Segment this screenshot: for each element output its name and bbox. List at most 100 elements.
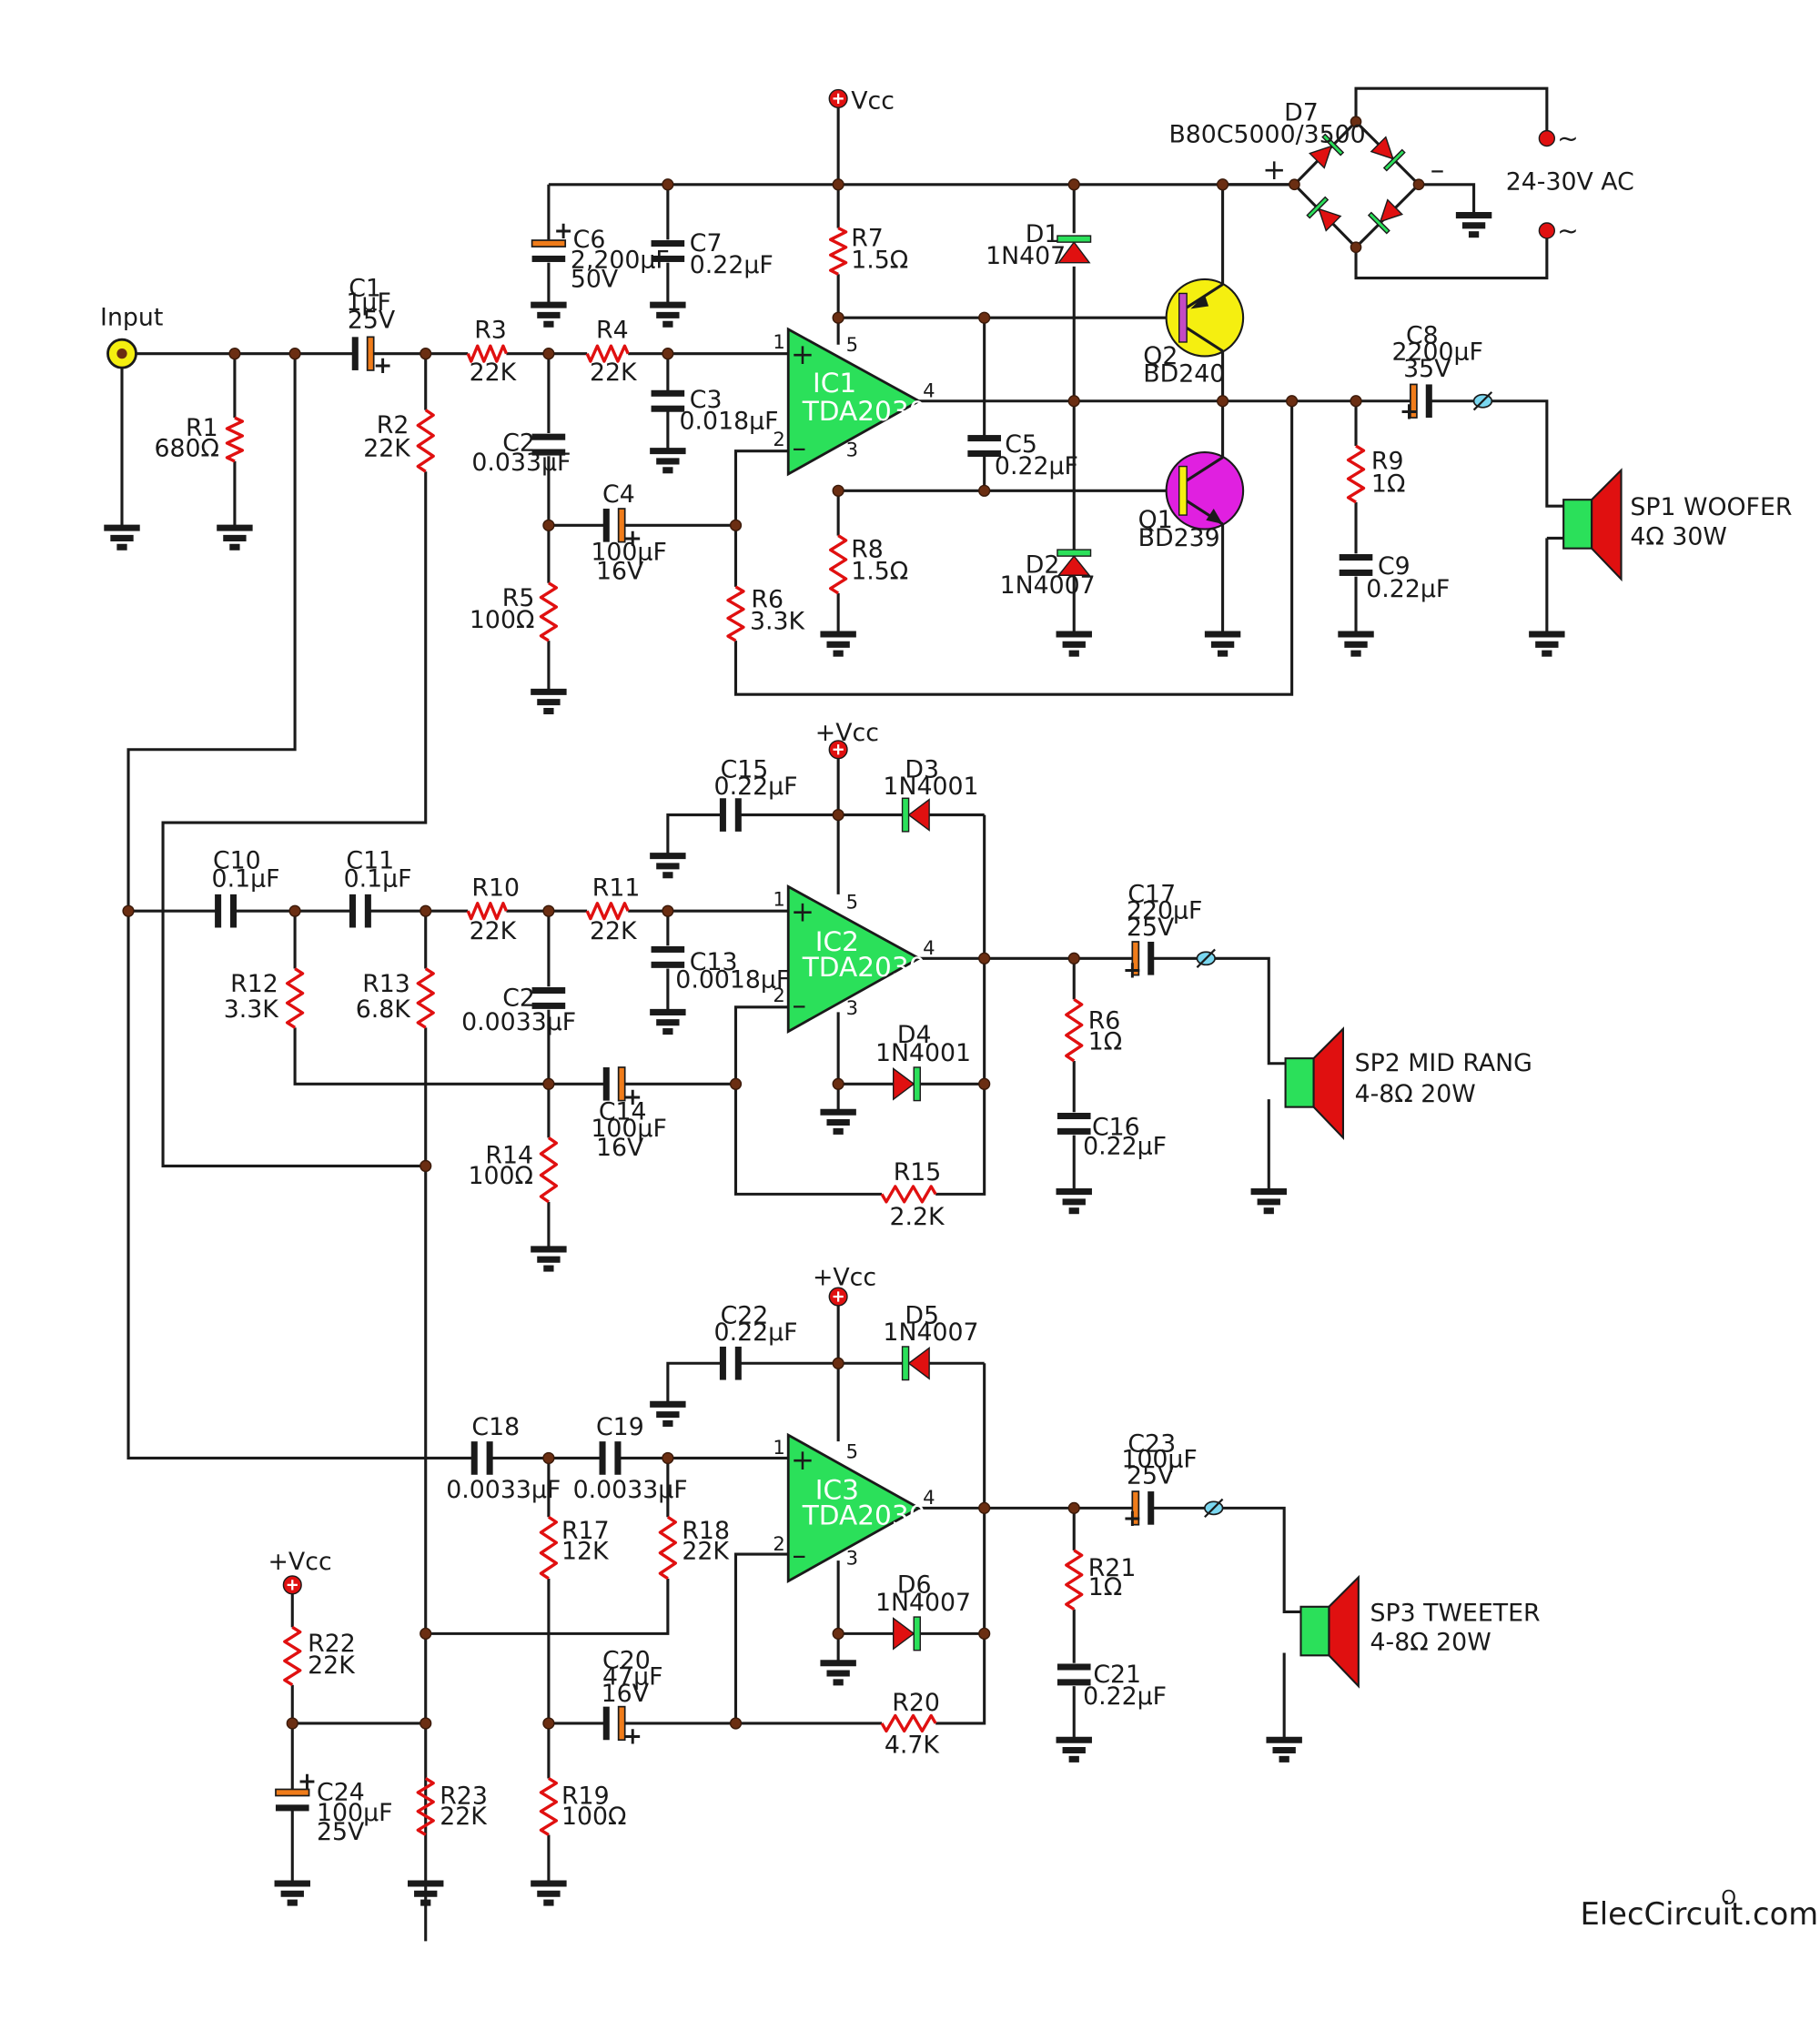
d4-name: D4	[897, 1021, 932, 1049]
capacitor-c21-name: C21	[1093, 1661, 1141, 1689]
ic1-pin3: 3	[846, 438, 858, 460]
ground-symbol	[274, 1880, 310, 1906]
resistor-r7	[829, 227, 848, 276]
ic3-pin5: 5	[846, 1439, 858, 1462]
capacitor-c6-name: C6	[573, 226, 606, 254]
capacitor-c3-value: 0.018µF	[680, 408, 779, 436]
capacitor-c19	[599, 1441, 622, 1475]
capacitor-c11	[349, 894, 371, 928]
ic2-name: IC2	[815, 926, 859, 957]
capacitor-c20-value: 47µF	[602, 1663, 662, 1692]
ic1-part: TDA2030	[802, 396, 926, 427]
junction-dot	[420, 348, 432, 360]
capacitor-c3-name: C3	[690, 386, 723, 414]
q2-name: Q2	[1143, 342, 1178, 370]
junction-dot	[1067, 178, 1080, 191]
resistor-r14-value: 100Ω	[469, 1162, 534, 1190]
capacitor-c22-name: C22	[721, 1302, 769, 1330]
capacitor-c1-voltage: 25V	[348, 306, 396, 334]
q2-part: BD240	[1143, 360, 1225, 389]
junction-dot	[729, 519, 743, 531]
capacitor-c14-name: C14	[599, 1098, 647, 1126]
junction-dot	[729, 1077, 743, 1090]
resistor-r6b-value: 1Ω	[1088, 1027, 1122, 1055]
polarity-plus: +	[623, 524, 642, 551]
q2-transistor	[1165, 278, 1245, 358]
capacitor-c17	[1131, 941, 1155, 976]
junction-dot	[420, 904, 432, 917]
capacitor-c1-name: C1	[349, 274, 381, 302]
ground-symbol	[531, 301, 567, 328]
resistor-r7-name: R7	[851, 224, 884, 252]
resistor-r12	[285, 967, 305, 1029]
capacitor-c11-value: 0.1µF	[344, 864, 412, 893]
vcc-ic3-label: +Vcc	[813, 1263, 876, 1291]
capacitor-c4-voltage: 16V	[596, 557, 644, 585]
capacitor-c24-voltage: 25V	[317, 1818, 365, 1846]
watermark-mark: O	[1721, 1885, 1736, 1908]
capacitor-c13-value: 0.0018µF	[675, 966, 790, 995]
resistor-r7-value: 1.5Ω	[851, 246, 908, 274]
junction-dot	[978, 484, 991, 497]
capacitor-c2a-value: 0.033µF	[471, 449, 571, 477]
capacitor-c20-voltage: 16V	[602, 1680, 650, 1708]
junction-dots	[122, 178, 1362, 1730]
ic3-pin1: 1	[773, 1436, 784, 1459]
junction-dot	[286, 1717, 298, 1730]
capacitor-c18-name: C18	[471, 1413, 520, 1441]
sp3-speaker	[1299, 1574, 1360, 1689]
junction-dot	[978, 1077, 991, 1090]
output-fuses	[1196, 391, 1493, 1519]
resistor-r23	[416, 1777, 435, 1836]
polarity-plus: +	[1400, 397, 1419, 424]
resistor-r10-value: 22K	[470, 917, 518, 945]
vcc-top-label: Vcc	[851, 87, 895, 116]
ic3-pin4: 4	[923, 1486, 935, 1509]
capacitor-c18-value: 0.0033µF	[446, 1476, 561, 1504]
junction-dot	[228, 348, 241, 360]
vcc-terminals	[282, 88, 848, 1595]
capacitor-c7-value: 0.22µF	[690, 251, 774, 279]
resistor-r10	[466, 902, 508, 921]
resistor-r22	[283, 1625, 302, 1687]
resistor-r15-value: 2.2K	[889, 1203, 945, 1231]
capacitor-c17-name: C17	[1127, 880, 1176, 908]
ic1-plus: +	[791, 338, 814, 371]
junction-dot	[832, 311, 844, 324]
ground-symbol	[1204, 631, 1241, 657]
resistor-symbols	[225, 227, 1366, 1836]
capacitor-c19-value: 0.0033µF	[573, 1476, 688, 1504]
resistor-r21	[1065, 1549, 1084, 1611]
sp1-speaker	[1562, 468, 1623, 582]
resistor-r5-value: 100Ω	[470, 606, 535, 634]
resistor-r14-name: R14	[485, 1142, 533, 1170]
resistor-r6b	[1065, 997, 1084, 1063]
ground-symbol	[650, 853, 686, 879]
ic1-minus: –	[792, 432, 805, 465]
ic2-pin1: 1	[773, 888, 784, 911]
junction-dot	[1067, 952, 1080, 965]
ic3-plus: +	[791, 1444, 814, 1477]
ic3-opamp: IC3 TDA2030 + – 1 2 3 4 5	[773, 1432, 935, 1584]
capacitor-c24	[275, 1788, 310, 1812]
input-label: Input	[100, 304, 163, 332]
capacitor-c17-voltage: 25V	[1127, 914, 1175, 942]
ic1-pin5: 5	[846, 333, 858, 356]
resistor-r18-value: 22K	[682, 1538, 730, 1566]
capacitor-c2b-value: 0.0033µF	[461, 1008, 576, 1036]
polarity-plus: +	[623, 1722, 642, 1749]
ic1-opamp: IC1 TDA2030 + – 1 2 3 4 5	[773, 327, 935, 477]
capacitor-c5	[967, 435, 1001, 458]
resistor-r8	[829, 534, 848, 595]
polarity-plus: +	[1123, 955, 1142, 983]
junction-dot	[542, 348, 555, 360]
sp1-spec: 4Ω 30W	[1630, 522, 1726, 550]
ic1-pin1: 1	[773, 330, 784, 353]
resistor-r5	[539, 581, 559, 642]
capacitor-c5-name: C5	[1005, 430, 1037, 459]
ground-symbol	[820, 1660, 856, 1686]
capacitor-c9	[1339, 554, 1373, 576]
capacitor-c4	[602, 508, 626, 543]
ic2-minus: –	[792, 989, 805, 1022]
